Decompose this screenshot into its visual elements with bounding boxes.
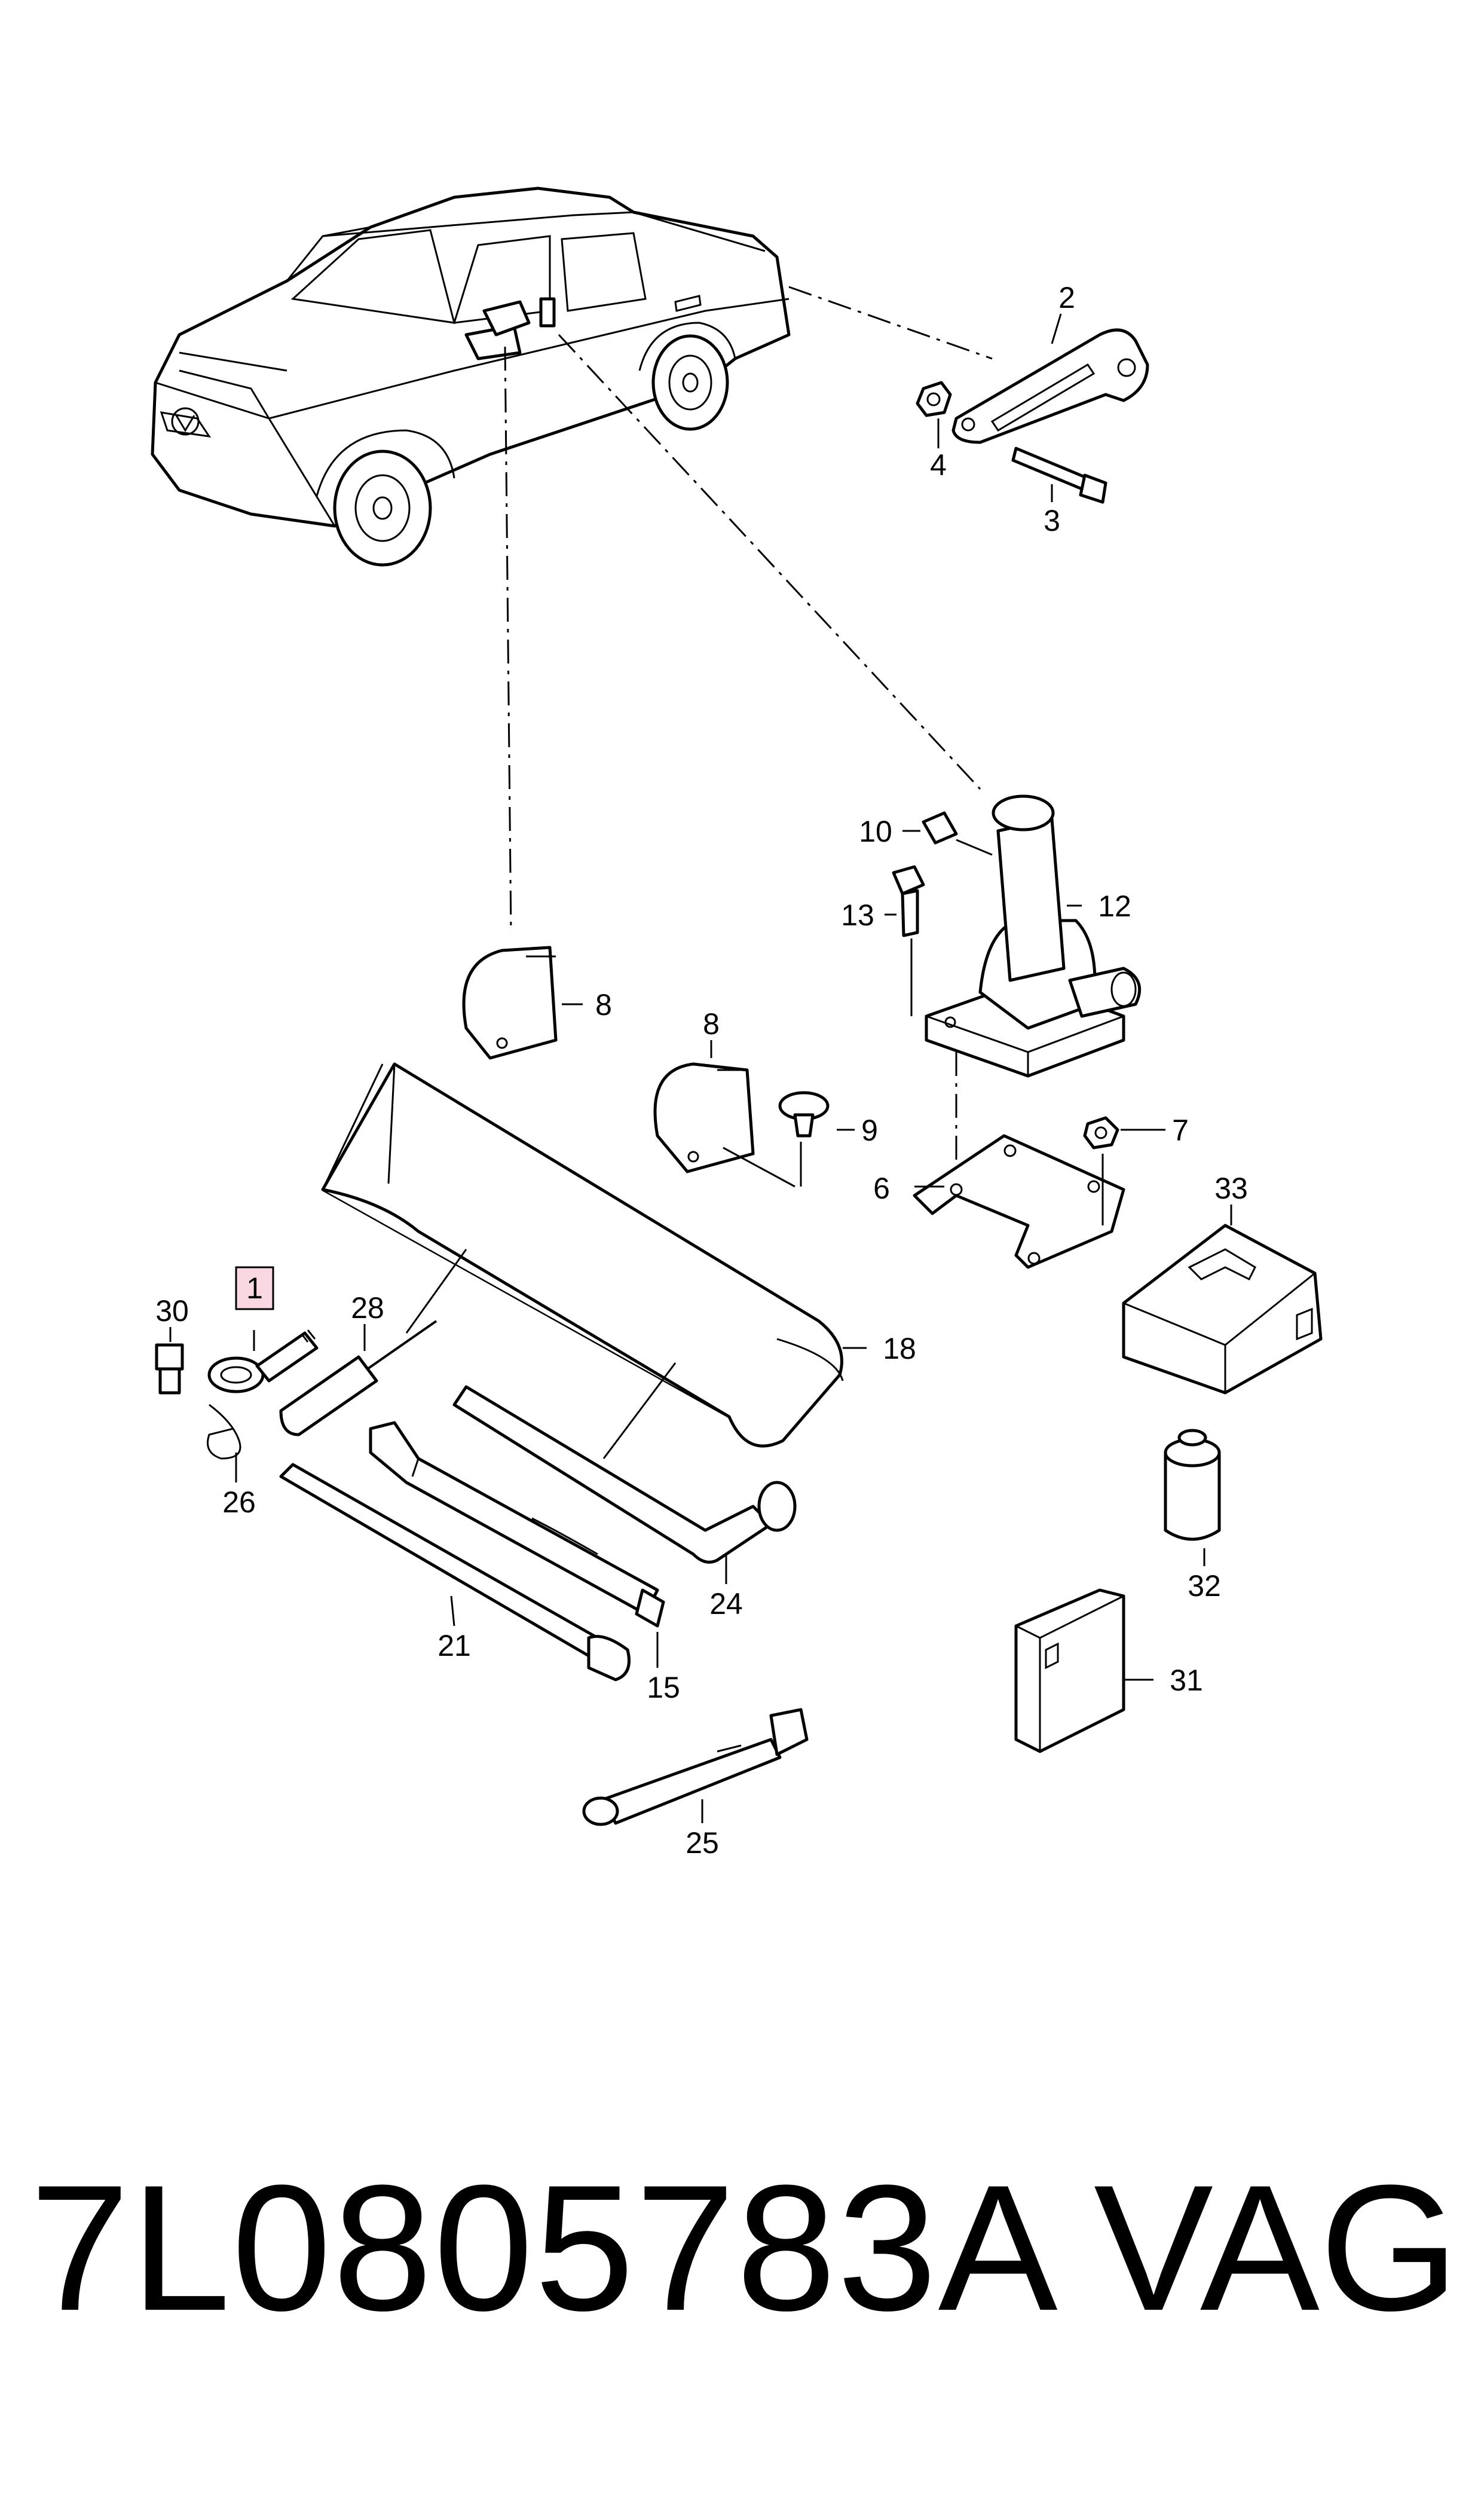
part-6-plate bbox=[913, 1134, 1125, 1269]
brand-name: VAG bbox=[1094, 2147, 1459, 2348]
callout-13: 13 bbox=[841, 898, 874, 932]
part-12-jack bbox=[925, 794, 1142, 1078]
part-4-nut bbox=[916, 381, 952, 417]
callout-33: 33 bbox=[1214, 1172, 1248, 1205]
part-10-label bbox=[922, 811, 958, 845]
part-21-rod bbox=[279, 1463, 631, 1682]
callout-15: 15 bbox=[647, 1671, 680, 1704]
callout-18: 18 bbox=[883, 1332, 916, 1365]
vehicle-illustration bbox=[151, 187, 791, 567]
callout-24: 24 bbox=[709, 1587, 743, 1621]
callout-9: 9 bbox=[861, 1114, 878, 1147]
part-number: 7L0805783A bbox=[30, 2147, 1059, 2348]
part-15-wrench bbox=[369, 1421, 665, 1628]
callout-8-upper: 8 bbox=[595, 988, 612, 1022]
part-number-footer: 7L0805783A VAG bbox=[30, 2140, 1464, 2391]
part-1-towing-eye bbox=[207, 1329, 319, 1393]
callout-32: 32 bbox=[1188, 1569, 1221, 1603]
part-31-manual bbox=[1014, 1588, 1125, 1753]
part-13-bolt bbox=[892, 865, 925, 1016]
callout-leaders bbox=[169, 313, 1232, 1823]
part-28-screwdriver bbox=[279, 1320, 437, 1436]
location-marker-icon bbox=[539, 297, 556, 328]
callout-2: 2 bbox=[1058, 281, 1075, 314]
part-32-bottle bbox=[1164, 1429, 1221, 1541]
callout-30: 30 bbox=[155, 1294, 189, 1328]
part-7-nut bbox=[1083, 1116, 1119, 1225]
callout-labels: 1 2 3 4 6 7 8 8 9 10 12 13 15 18 21 24 2… bbox=[155, 281, 1248, 1860]
brand-logo-icon bbox=[171, 407, 200, 436]
part-3-bolt bbox=[1011, 447, 1107, 504]
callout-highlight-box bbox=[235, 1266, 274, 1310]
part-26-spring bbox=[207, 1404, 241, 1460]
callout-31: 31 bbox=[1170, 1664, 1203, 1697]
callout-1: 1 bbox=[246, 1271, 263, 1305]
callout-7: 7 bbox=[1172, 1114, 1189, 1147]
callout-8-lower: 8 bbox=[703, 1007, 720, 1041]
part-9-clip bbox=[723, 1091, 830, 1188]
part-2-bracket bbox=[951, 328, 1149, 444]
callout-28: 28 bbox=[351, 1291, 384, 1325]
part-24-wheel-brace bbox=[452, 1385, 797, 1564]
callout-6: 6 bbox=[873, 1172, 890, 1205]
part-8-cap-upper bbox=[462, 946, 558, 1060]
part-33-case bbox=[1122, 1224, 1323, 1395]
leader-lines bbox=[504, 286, 993, 1190]
callout-26: 26 bbox=[222, 1485, 256, 1519]
callout-3: 3 bbox=[1044, 504, 1060, 537]
part-8-cap-lower bbox=[653, 1062, 755, 1173]
callout-10: 10 bbox=[859, 815, 892, 848]
callout-25: 25 bbox=[686, 1826, 719, 1860]
part-30-plug bbox=[155, 1343, 184, 1395]
callout-12: 12 bbox=[1098, 889, 1131, 923]
part-25-extension bbox=[582, 1708, 809, 1826]
callout-21: 21 bbox=[437, 1629, 471, 1662]
callout-4: 4 bbox=[930, 448, 947, 482]
location-marker-icon bbox=[482, 300, 531, 337]
part-18-tool-bag bbox=[321, 1062, 844, 1459]
